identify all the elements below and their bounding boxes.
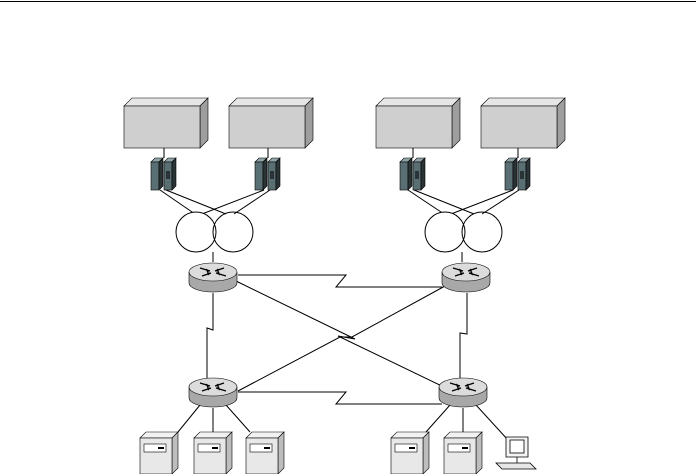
router-icon bbox=[188, 262, 238, 293]
connections bbox=[159, 148, 520, 441]
mainframes bbox=[123, 97, 566, 149]
mainframe-icon bbox=[480, 97, 566, 149]
server-icon bbox=[443, 431, 483, 474]
router-icon bbox=[188, 377, 238, 408]
cluster-controller-icon bbox=[504, 157, 531, 191]
link-router-ll-server1 bbox=[177, 404, 201, 433]
wan-link-top-horizontal bbox=[238, 274, 442, 288]
server-icon bbox=[139, 431, 179, 474]
token-rings bbox=[175, 211, 503, 253]
token-ring-icon bbox=[175, 211, 217, 253]
cluster-controller-icon bbox=[150, 157, 177, 191]
token-ring-icon bbox=[212, 211, 254, 253]
wan-link-right-vertical bbox=[459, 293, 468, 380]
link-router-lr-server4 bbox=[425, 404, 451, 433]
link-router-lr-workstation bbox=[475, 404, 509, 441]
cluster-controller-icon bbox=[254, 157, 281, 191]
token-ring-icon bbox=[424, 211, 466, 253]
mainframe-icon bbox=[123, 97, 209, 149]
link-ctrl1-ring-a bbox=[159, 189, 196, 215]
mainframe-icon bbox=[228, 97, 314, 149]
servers bbox=[139, 431, 483, 474]
link-router-ll-server3 bbox=[225, 404, 251, 433]
link-ctrl2-ring-b bbox=[233, 189, 271, 215]
link-ctrl1-ring-b bbox=[165, 189, 227, 215]
wan-link-diagonal-up bbox=[237, 285, 446, 392]
page-top-rule bbox=[0, 1, 696, 2]
link-ctrl4-ring-a bbox=[450, 189, 514, 215]
link-ctrl2-ring-a bbox=[201, 189, 265, 215]
token-ring-icon bbox=[461, 211, 503, 253]
router-icon bbox=[441, 262, 491, 293]
routers bbox=[188, 262, 491, 408]
mainframe-icon bbox=[375, 97, 461, 149]
router-icon bbox=[438, 377, 488, 408]
server-icon bbox=[245, 431, 285, 474]
controllers bbox=[150, 157, 531, 191]
server-icon bbox=[193, 431, 233, 474]
cluster-controller-icon bbox=[399, 157, 426, 191]
link-ctrl3-ring-b bbox=[413, 189, 475, 215]
server-icon bbox=[390, 431, 430, 474]
link-ctrl4-ring-b bbox=[481, 189, 520, 215]
wan-link-left-vertical bbox=[206, 293, 214, 380]
wan-link-bottom-horizontal bbox=[238, 391, 442, 405]
wan-link-diagonal-down bbox=[235, 280, 449, 390]
link-ctrl3-ring-a bbox=[407, 189, 445, 215]
workstation-icon bbox=[495, 436, 537, 470]
